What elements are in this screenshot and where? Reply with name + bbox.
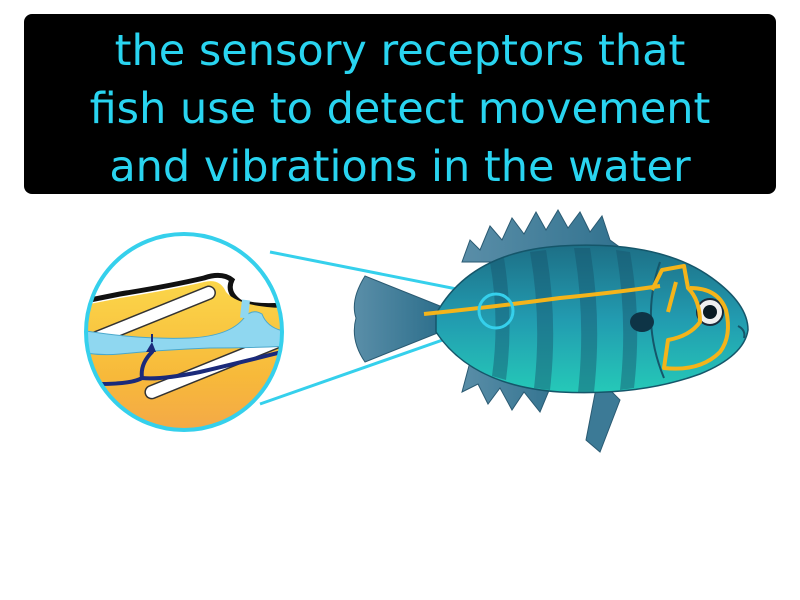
tail-fin bbox=[353, 275, 441, 363]
skin-surface bbox=[86, 272, 282, 309]
fish-icon bbox=[353, 209, 749, 453]
pelvic-fin bbox=[585, 376, 621, 453]
lateral-line-illustration bbox=[84, 209, 749, 453]
caption-line-2: fish use to detect movement bbox=[89, 84, 711, 134]
lateral-line-canal bbox=[86, 311, 282, 356]
body-stripes bbox=[490, 248, 638, 392]
lateral-line-canal-icon bbox=[84, 232, 284, 432]
gill-spot bbox=[630, 312, 654, 332]
fish-body bbox=[435, 244, 749, 394]
lateral-line bbox=[423, 284, 661, 316]
focus-ring bbox=[477, 292, 515, 330]
nerve bbox=[86, 348, 282, 388]
caption-line-3: and vibrations in the water bbox=[109, 142, 691, 192]
magnifier-ring bbox=[84, 232, 284, 432]
caption-line-1: the sensory receptors that bbox=[114, 26, 686, 76]
definition-caption: the sensory receptors that fish use to d… bbox=[24, 14, 776, 194]
neuromast bbox=[146, 342, 156, 352]
fish-mouth bbox=[737, 325, 746, 339]
head-canals bbox=[650, 264, 730, 371]
